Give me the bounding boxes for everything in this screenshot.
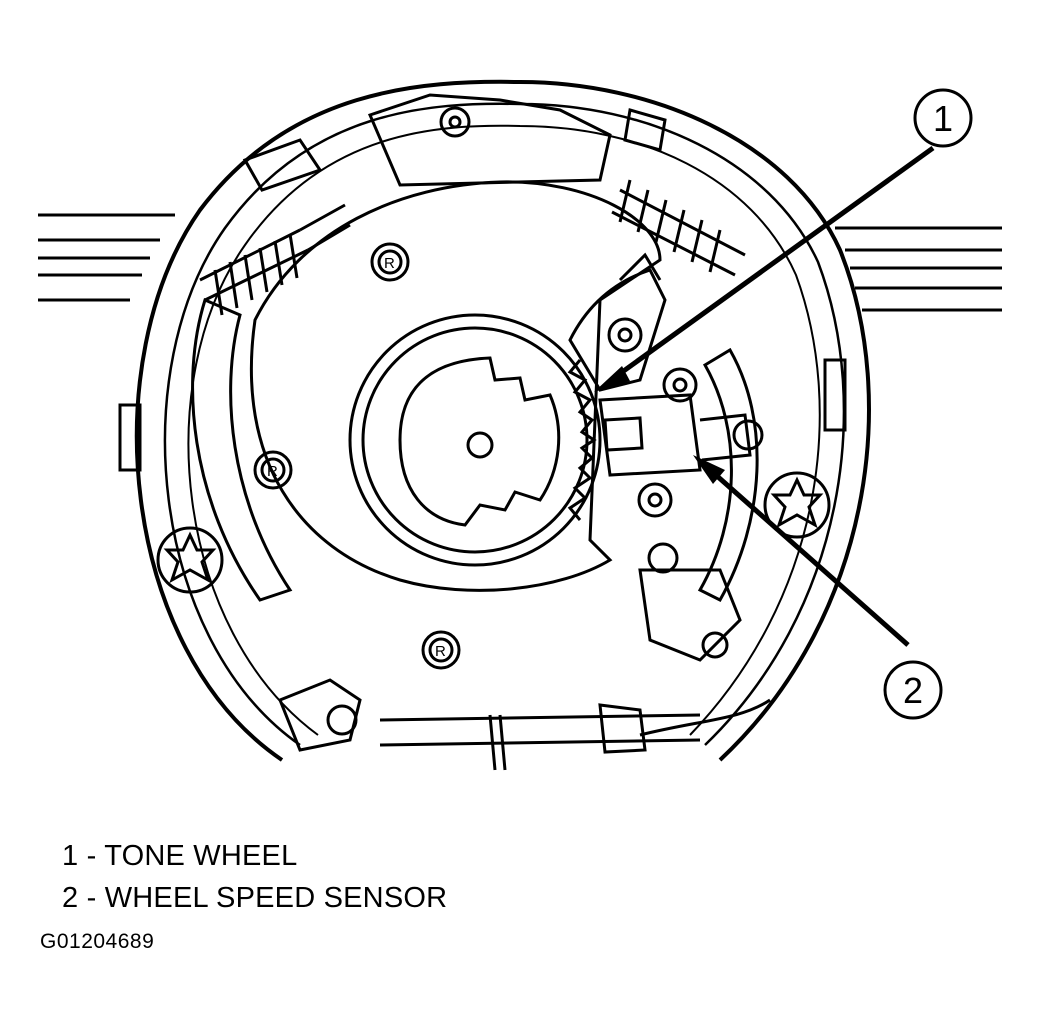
legend: 1 - TONE WHEEL 2 - WHEEL SPEED SENSOR — [62, 835, 447, 919]
leader-arrow-2 — [693, 455, 910, 647]
hub-flange — [249, 180, 662, 592]
figure-id: G01204689 — [40, 930, 155, 953]
wheel-speed-sensor — [598, 367, 764, 518]
svg-text:1: 1 — [933, 98, 953, 139]
axle-tube-right — [835, 226, 1002, 312]
legend-separator: - — [78, 882, 105, 914]
lower-adjuster — [278, 678, 771, 771]
hub-bolt-left: R — [253, 450, 293, 490]
callout-1: 1 — [913, 88, 973, 148]
legend-item-tone-wheel: 1 - TONE WHEEL — [62, 835, 447, 877]
hub-bolt-top: R — [370, 242, 410, 282]
hub-bolt-bottom: R — [421, 630, 461, 670]
axle-tube-left — [38, 213, 175, 302]
svg-text:R: R — [267, 463, 278, 480]
leader-arrow-1 — [594, 145, 935, 392]
sensor-bracket — [568, 252, 667, 392]
legend-separator: - — [78, 840, 105, 872]
legend-item-wheel-speed-sensor: 2 - WHEEL SPEED SENSOR — [62, 877, 447, 919]
return-spring-right — [611, 179, 746, 277]
wheel-cylinder — [242, 93, 667, 192]
legend-label: WHEEL SPEED SENSOR — [104, 882, 448, 914]
callout-2: 2 — [883, 660, 943, 720]
legend-number: 1 — [62, 840, 79, 872]
svg-text:R: R — [435, 643, 446, 660]
legend-number: 2 — [62, 882, 79, 914]
hold-down-retainer-right — [763, 471, 831, 539]
legend-label: TONE WHEEL — [104, 840, 298, 872]
return-spring-left — [199, 203, 351, 316]
svg-text:2: 2 — [903, 670, 923, 711]
tone-wheel — [348, 313, 602, 567]
brake-shoe-left — [118, 297, 293, 602]
brake-shoe-right — [697, 347, 847, 602]
anchor-block-lower-right — [638, 542, 742, 662]
brake-assembly-diagram: R R R — [38, 79, 1002, 771]
hold-down-retainer-left — [156, 526, 224, 594]
svg-text:R: R — [384, 255, 395, 272]
